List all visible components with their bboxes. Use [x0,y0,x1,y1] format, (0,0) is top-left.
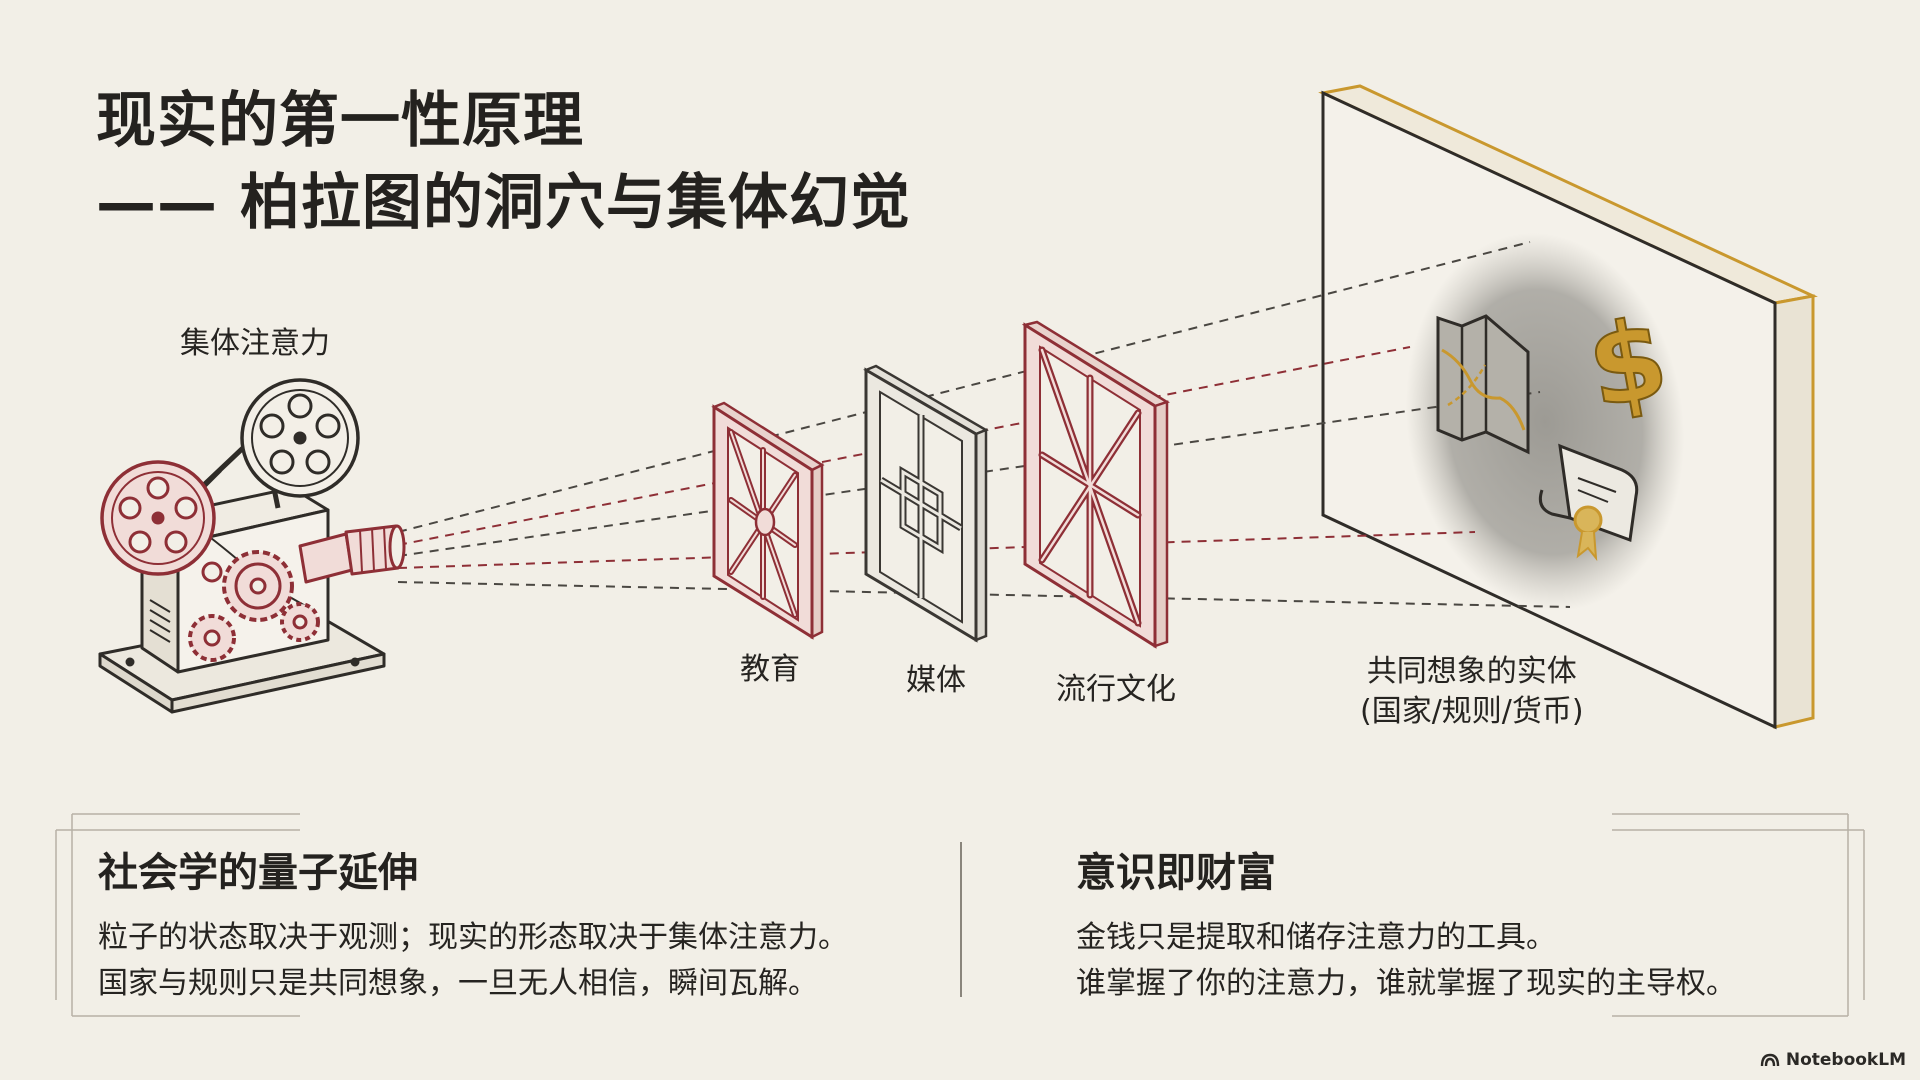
filter-media [863,364,989,643]
projection-screen [1318,84,1818,730]
filter-label-pop-culture: 流行文化 [1056,672,1176,707]
title-line-2: —— 柏拉图的洞穴与集体幻觉 [96,168,911,238]
panel-frame-right [1612,813,1865,1017]
brand-name: NotebookLM [1785,1050,1906,1070]
title-line-1: 现实的第一性原理 [96,86,584,156]
notebooklm-brand: NotebookLM [1760,1050,1906,1070]
screen-label: 共同想象的实体 (国家/规则/货币) [1360,652,1584,732]
projector-label: 集体注意力 [180,326,330,361]
screen-label-line-2: (国家/规则/货币) [1360,694,1584,729]
filter-label-education: 教育 [740,652,800,687]
panel-divider [960,842,962,997]
filter-pop-culture [1021,320,1170,649]
filter-education [711,401,825,640]
left-panel-line-2: 国家与规则只是共同想象，一旦无人相信，瞬间瓦解。 [98,966,818,1001]
right-panel-line-1: 金钱只是提取和储存注意力的工具。 [1076,920,1556,955]
notebooklm-logo-icon [1760,1053,1780,1067]
certificate-icon [1538,443,1639,562]
right-panel-title: 意识即财富 [1076,850,1276,896]
screen-label-line-1: 共同想象的实体 [1366,654,1577,689]
panel-frame-left [55,813,300,1017]
left-panel-title: 社会学的量子延伸 [98,850,418,896]
page-title: 现实的第一性原理 —— 柏拉图的洞穴与集体幻觉 [96,80,911,244]
film-projector [98,378,406,714]
filter-label-media: 媒体 [906,663,966,698]
right-panel-line-2: 谁掌握了你的注意力，谁就掌握了现实的主导权。 [1076,966,1736,1001]
map-icon [1436,314,1530,455]
left-panel-line-1: 粒子的状态取决于观测；现实的形态取决于集体注意力。 [98,920,848,955]
